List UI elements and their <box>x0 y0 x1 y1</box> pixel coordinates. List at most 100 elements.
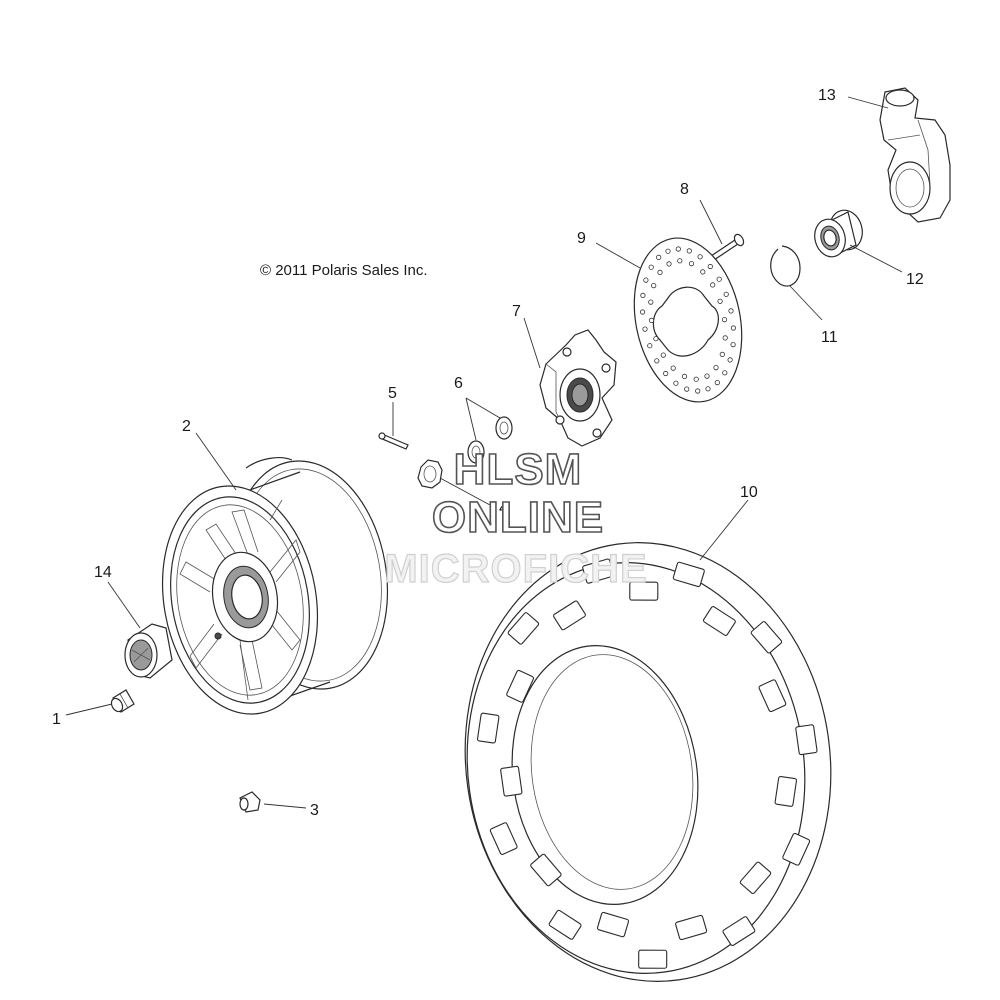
disc-hole <box>643 277 649 283</box>
disc-hole <box>722 335 728 341</box>
callout-3[interactable]: 3 <box>310 802 319 819</box>
watermark-line-1: HLSM <box>454 445 583 494</box>
tread-block <box>596 911 630 938</box>
part-9-brake-disc[interactable] <box>620 228 756 412</box>
part-5-cotter-pin[interactable] <box>378 432 409 450</box>
tread-block <box>774 775 798 807</box>
part-2-wheel-rim[interactable] <box>145 449 405 727</box>
disc-hole <box>700 269 706 275</box>
leader-lines <box>65 96 903 809</box>
disc-hole <box>665 248 671 254</box>
callout-11[interactable]: 11 <box>821 329 838 346</box>
callout-10[interactable]: 10 <box>740 484 758 501</box>
callout-12[interactable]: 12 <box>906 271 924 288</box>
disc-hole <box>730 341 736 348</box>
disc-hole <box>704 373 710 379</box>
callout-1[interactable]: 1 <box>52 711 61 728</box>
tread-block <box>675 914 708 941</box>
part-3-valve[interactable] <box>239 791 261 813</box>
disc-hole <box>719 351 725 357</box>
disc-hole <box>656 254 662 260</box>
disc-hole <box>670 365 676 371</box>
disc-hole <box>640 292 646 298</box>
disc-hole <box>660 352 666 358</box>
callout-2[interactable]: 2 <box>182 418 191 435</box>
disc-hole <box>713 364 719 371</box>
disc-hole <box>681 373 688 379</box>
watermark-line-3: MICROFICHE <box>384 547 647 591</box>
copyright-text: © 2011 Polaris Sales Inc. <box>260 262 428 279</box>
disc-hole <box>727 357 733 363</box>
disc-hole <box>666 261 672 267</box>
disc-hole <box>675 246 681 252</box>
tire-tread-blocks <box>476 558 818 969</box>
disc-hole <box>717 298 723 304</box>
callout-6[interactable]: 6 <box>454 375 463 392</box>
part-1-valve-stem[interactable] <box>109 689 135 714</box>
disc-hole <box>677 258 683 264</box>
tread-block <box>476 712 500 744</box>
tread-block <box>672 561 705 588</box>
disc-hole <box>647 343 653 349</box>
disc-hole <box>695 388 701 394</box>
tread-block <box>553 600 586 631</box>
disc-hole <box>710 282 716 288</box>
disc-hole <box>651 282 657 289</box>
tread-block <box>548 909 582 940</box>
callout-labels: 13 8 9 12 11 7 6 5 4 10 2 14 1 3 <box>52 87 924 819</box>
disc-hole <box>663 370 669 377</box>
tread-block <box>795 724 818 756</box>
tread-block <box>507 612 540 645</box>
callout-7[interactable]: 7 <box>512 303 521 320</box>
disc-hole <box>721 316 728 323</box>
part-12-bearing[interactable] <box>811 207 867 261</box>
disc-hole <box>648 299 654 305</box>
disc-hole <box>707 263 713 270</box>
tread-block <box>582 558 615 584</box>
disc-hole <box>686 248 692 254</box>
callout-8[interactable]: 8 <box>680 181 689 198</box>
tread-block <box>758 679 787 713</box>
callout-13[interactable]: 13 <box>818 87 836 104</box>
disc-hole <box>648 264 654 270</box>
part-14-center-cap[interactable] <box>124 623 173 679</box>
disc-hole <box>684 386 690 392</box>
tread-block <box>782 832 811 866</box>
tread-block <box>489 822 518 855</box>
disc-hole <box>673 380 679 386</box>
part-7-hub[interactable] <box>539 329 617 447</box>
part-6-washers[interactable] <box>467 416 513 464</box>
part-4-castle-nut[interactable] <box>417 459 443 489</box>
tread-block <box>530 853 562 887</box>
disc-hole <box>705 386 711 392</box>
tread-block <box>638 949 668 969</box>
disc-hole <box>722 370 728 376</box>
brake-disc-holes <box>639 246 737 394</box>
watermark: MICROFICHE HLSM ONLINE <box>384 444 648 591</box>
tread-block <box>629 581 659 601</box>
callout-9[interactable]: 9 <box>577 230 586 247</box>
disc-hole <box>688 260 695 267</box>
disc-hole <box>728 308 734 314</box>
tread-block <box>750 621 783 654</box>
disc-hole <box>654 358 660 364</box>
part-10-tire[interactable] <box>437 519 859 1000</box>
callout-14[interactable]: 14 <box>94 564 112 581</box>
disc-hole <box>642 326 648 332</box>
part-11-snap-ring[interactable] <box>770 245 801 287</box>
tread-block <box>506 669 535 703</box>
callout-4[interactable]: 4 <box>499 500 508 517</box>
disc-hole <box>730 325 737 331</box>
disc-hole <box>723 291 729 297</box>
disc-hole <box>716 276 722 282</box>
tread-block <box>500 765 523 797</box>
watermark-line-2: ONLINE <box>432 493 604 542</box>
disc-hole <box>714 379 720 386</box>
disc-hole <box>693 376 699 382</box>
part-13-knuckle[interactable] <box>879 87 951 223</box>
disc-hole <box>697 254 703 260</box>
disc-hole <box>657 269 663 275</box>
callout-5[interactable]: 5 <box>388 385 397 402</box>
